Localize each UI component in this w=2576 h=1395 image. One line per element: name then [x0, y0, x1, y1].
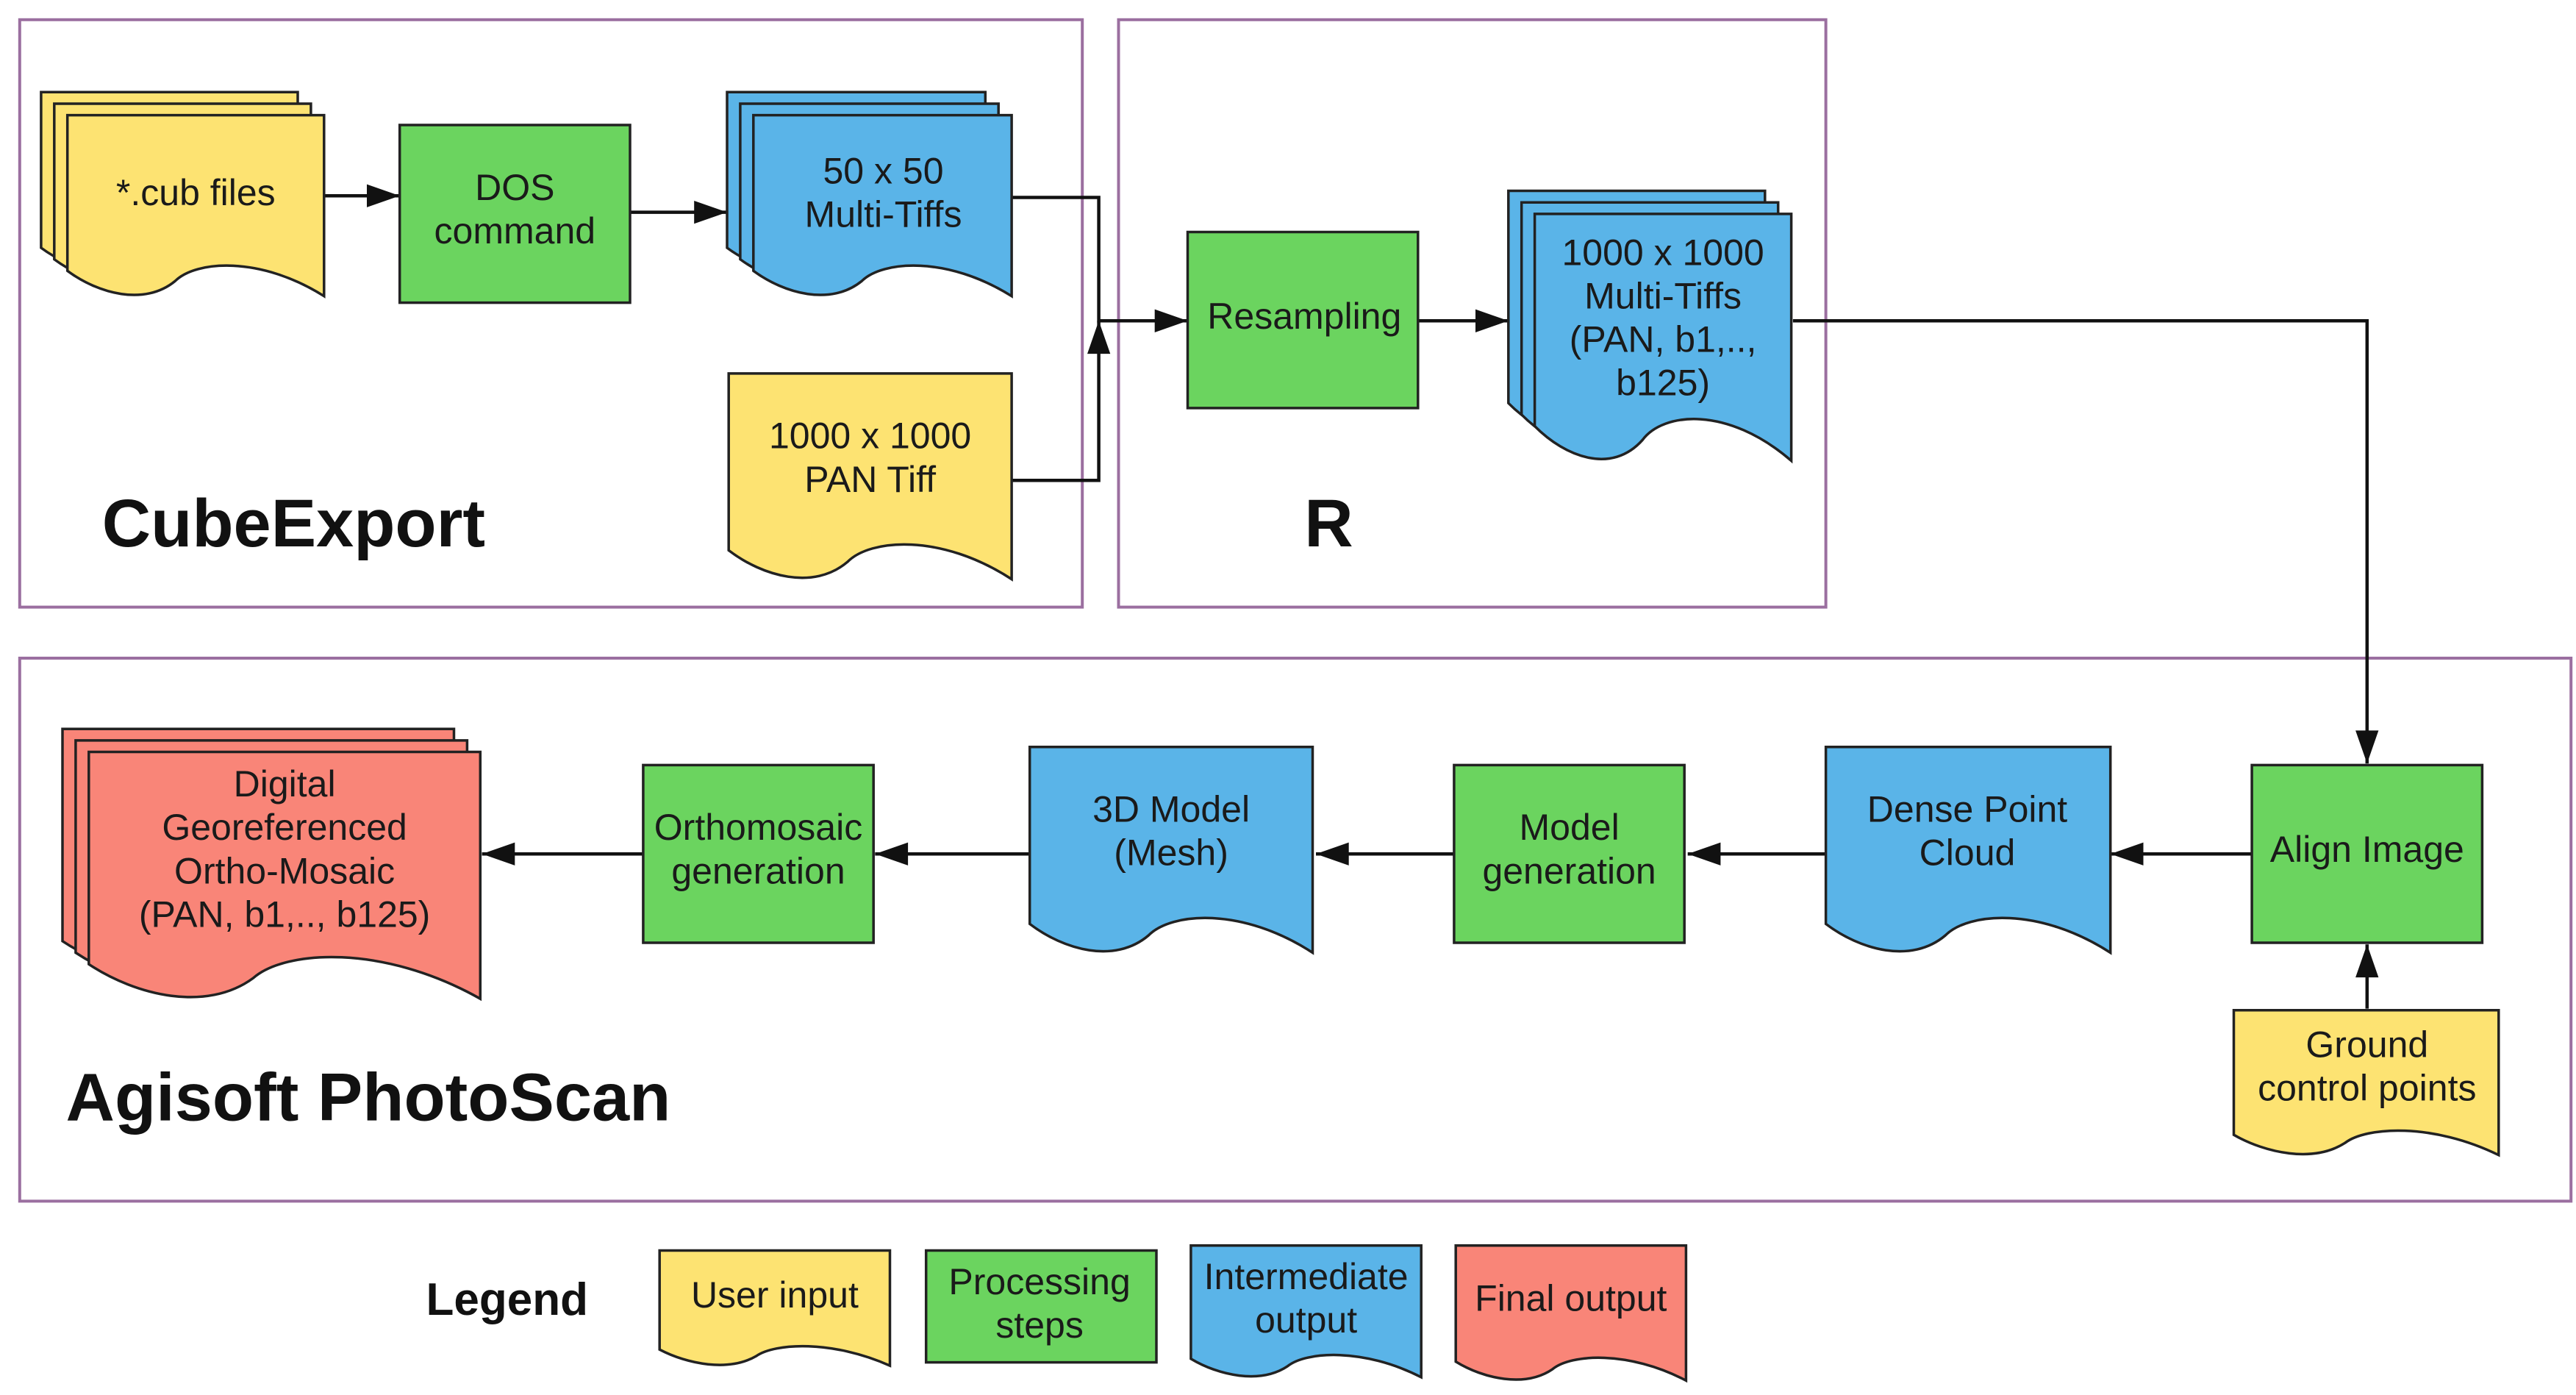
legend-user-input-swatch	[658, 1249, 892, 1368]
model-generation-node	[1453, 763, 1686, 944]
edge-densecloud-to-modelgen-arrowhead	[1687, 842, 1721, 866]
resampling-label: Resampling	[1207, 296, 1401, 337]
edge-dos-to-multitiffs50-arrowhead	[694, 201, 727, 224]
mesh-node	[1028, 746, 1314, 955]
r-title: R	[1304, 486, 1353, 561]
legend-user-input-label: User input	[691, 1274, 859, 1316]
pan-tiff-node	[727, 372, 1013, 582]
ortho-generation-node	[642, 763, 875, 944]
dense-cloud-node	[1824, 746, 2112, 955]
edge-pantiff-to-resampling-arrowhead	[1087, 321, 1111, 354]
r-frame	[1117, 18, 1828, 609]
cub-files-node	[40, 90, 326, 299]
legend-intermediate-swatch	[1189, 1244, 1423, 1380]
edge-orthogen-to-mosaic-arrowhead	[482, 842, 515, 866]
mesh-label: 3D Model(Mesh)	[1092, 789, 1250, 874]
edge-resampling-to-multitiffs1000-arrowhead	[1475, 309, 1509, 332]
edge-modelgen-to-mesh-arrowhead	[1316, 842, 1349, 866]
edge-multitiffs1000-to-align	[1792, 319, 2369, 764]
align-image-node	[2250, 763, 2484, 944]
legend-processing-swatch	[924, 1249, 1158, 1364]
legend-final-output-label: Final output	[1475, 1278, 1667, 1319]
edge-align-to-densecloud-arrowhead	[2110, 842, 2144, 866]
ortho-mosaic-node	[61, 727, 482, 1002]
edge-mesh-to-orthogen-arrowhead	[875, 842, 909, 866]
edge-cub-to-dos-arrowhead	[367, 184, 400, 207]
cub-files-label: *.cub files	[116, 172, 276, 213]
edge-multitiffs50-to-resampling	[1012, 196, 1188, 323]
align-image-label: Align Image	[2270, 829, 2464, 870]
edge-multitiffs50-to-resampling-arrowhead	[1154, 309, 1188, 332]
photoscan-title: Agisoft PhotoScan	[66, 1060, 671, 1135]
legend-title: Legend	[426, 1274, 588, 1325]
edge-multitiffs1000-to-align-arrowhead	[2355, 730, 2379, 764]
edge-gcp-to-align-arrowhead	[2355, 944, 2379, 978]
legend-final-output-swatch	[1454, 1244, 1688, 1383]
cubeexport-title: CubeExport	[102, 486, 485, 561]
edge-pantiff-to-resampling	[1012, 321, 1101, 482]
resampling-node	[1186, 230, 1420, 410]
gcp-node	[2232, 1009, 2500, 1157]
cubeexport-frame	[18, 18, 1084, 609]
multi-tiffs-50-node	[726, 90, 1013, 299]
dos-command-node	[398, 124, 632, 304]
multi-tiffs-1000-node	[1507, 189, 1793, 464]
photoscan-frame	[18, 657, 2573, 1203]
